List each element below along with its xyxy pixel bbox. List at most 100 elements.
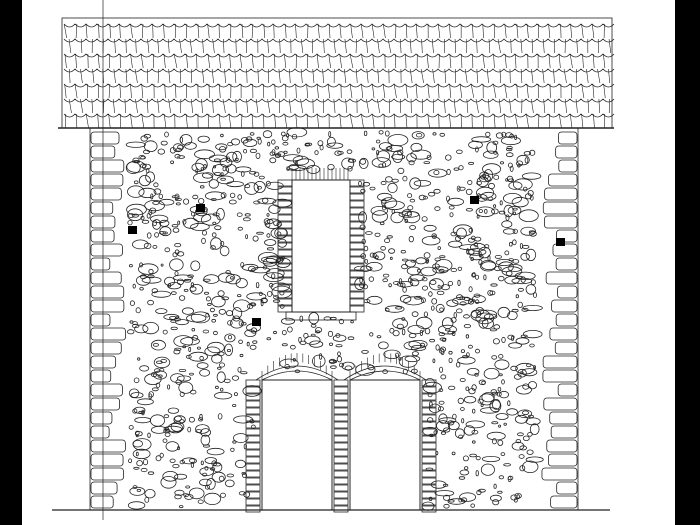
stone bbox=[517, 301, 523, 308]
tile-edge bbox=[74, 83, 78, 99]
stone bbox=[326, 136, 336, 147]
stone bbox=[187, 426, 192, 433]
stone bbox=[327, 164, 335, 171]
stone bbox=[299, 315, 304, 322]
stone bbox=[475, 307, 485, 315]
stone bbox=[170, 160, 175, 165]
stone bbox=[515, 362, 536, 375]
pillar-brick bbox=[333, 386, 349, 394]
quoin-stone bbox=[90, 481, 118, 495]
tile-edge bbox=[135, 38, 137, 54]
stone bbox=[211, 163, 229, 177]
stone bbox=[350, 320, 354, 324]
jamb-brick bbox=[421, 484, 437, 492]
stone bbox=[486, 431, 506, 441]
stone bbox=[330, 365, 337, 369]
tile-edge bbox=[542, 38, 545, 54]
tile-edge bbox=[124, 98, 126, 114]
tile-edge bbox=[459, 83, 463, 99]
tile-edge bbox=[587, 98, 590, 114]
stone bbox=[175, 316, 179, 320]
tile-edge bbox=[558, 113, 562, 129]
jamb-brick bbox=[277, 193, 293, 201]
stone bbox=[408, 160, 415, 166]
stone bbox=[138, 410, 145, 415]
tile-edge bbox=[316, 83, 319, 99]
stone bbox=[145, 167, 150, 174]
tile-edge bbox=[608, 68, 611, 84]
stone bbox=[229, 192, 236, 199]
jamb-brick bbox=[349, 284, 365, 292]
stone bbox=[476, 186, 495, 199]
tile-edge bbox=[80, 98, 84, 114]
stone bbox=[238, 491, 246, 496]
stone bbox=[236, 294, 242, 298]
jamb-brick bbox=[349, 263, 365, 271]
tile-edge bbox=[333, 98, 336, 114]
stone bbox=[516, 154, 530, 166]
quoin-stone bbox=[90, 229, 115, 243]
stone bbox=[527, 190, 534, 197]
stone bbox=[232, 403, 237, 407]
stone bbox=[244, 213, 251, 217]
stone bbox=[257, 197, 277, 205]
stone bbox=[473, 293, 481, 298]
stone bbox=[507, 310, 518, 320]
stone bbox=[363, 130, 368, 137]
stone bbox=[435, 344, 440, 351]
stone bbox=[338, 362, 345, 368]
stone bbox=[328, 131, 332, 138]
stone bbox=[140, 274, 147, 280]
stone bbox=[162, 438, 168, 443]
tile-edge bbox=[405, 53, 407, 69]
stone bbox=[423, 252, 431, 259]
stone bbox=[181, 457, 197, 465]
stone bbox=[468, 140, 483, 149]
quoin-stone bbox=[556, 229, 578, 243]
tile-edge bbox=[460, 113, 463, 129]
stone bbox=[213, 462, 221, 467]
quoin-stone bbox=[542, 201, 578, 215]
tile-edge bbox=[274, 53, 276, 69]
stone bbox=[281, 343, 288, 347]
jamb-brick bbox=[245, 491, 261, 499]
stone bbox=[222, 166, 227, 172]
tile-row bbox=[63, 53, 615, 58]
stone bbox=[280, 317, 295, 325]
stone bbox=[448, 499, 455, 503]
stone bbox=[501, 379, 505, 385]
stone bbox=[183, 198, 190, 205]
tile-edge bbox=[365, 38, 368, 54]
stone bbox=[489, 328, 497, 332]
stone bbox=[147, 432, 151, 438]
tile-edge bbox=[553, 98, 556, 114]
stone bbox=[280, 131, 286, 137]
stone bbox=[403, 211, 421, 224]
stone bbox=[187, 274, 194, 278]
tile-edge bbox=[323, 38, 325, 54]
stone bbox=[431, 298, 438, 305]
tile-edge bbox=[586, 68, 589, 84]
stone bbox=[463, 396, 477, 404]
tile-edge bbox=[168, 68, 171, 84]
tile-edge bbox=[141, 23, 144, 39]
stone bbox=[165, 427, 169, 431]
stone bbox=[487, 289, 494, 296]
jamb-brick bbox=[245, 477, 261, 485]
stone bbox=[208, 154, 228, 163]
stone bbox=[132, 440, 144, 448]
stone bbox=[225, 270, 231, 275]
tile-edge bbox=[339, 23, 342, 39]
stone bbox=[475, 470, 479, 477]
quoin-stone bbox=[90, 285, 125, 299]
stone bbox=[249, 344, 257, 350]
stone bbox=[138, 175, 151, 187]
stone bbox=[148, 268, 154, 275]
roof-outline bbox=[61, 17, 613, 129]
quoin-stone bbox=[90, 411, 113, 425]
quoin-stone bbox=[90, 243, 123, 257]
stone bbox=[153, 188, 162, 195]
stone bbox=[362, 181, 371, 187]
stone bbox=[468, 227, 473, 233]
stone bbox=[143, 140, 158, 153]
